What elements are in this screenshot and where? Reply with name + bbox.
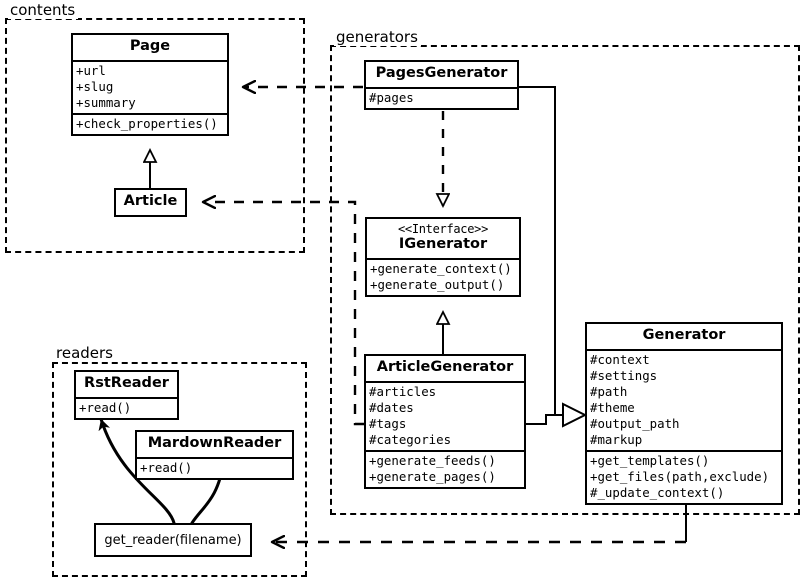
class-attributes-generator: #context #settings #path #theme #output_…	[587, 348, 781, 450]
class-title-page: Page	[129, 38, 171, 54]
class-methods-generator: +get_templates() +get_files(path,exclude…	[587, 449, 781, 503]
method-row: +get_files(path,exclude)	[590, 468, 770, 484]
class-title-article: Article	[123, 193, 178, 209]
class-attributes-pagesgenerator: #pages	[366, 86, 517, 108]
package-contents-label: contents	[8, 1, 79, 19]
method-row: #_update_context()	[590, 484, 725, 500]
class-methods-page: +check_properties()	[73, 112, 227, 134]
class-box-generator[interactable]: Generator #context #settings #path #them…	[585, 322, 783, 505]
class-box-rstreader[interactable]: RstReader +read()	[74, 370, 179, 420]
function-box-get-reader[interactable]: get_reader(filename)	[94, 523, 252, 557]
method-row: +read()	[140, 459, 193, 475]
attribute-row: +summary	[76, 94, 136, 110]
attribute-row: #pages	[369, 89, 414, 105]
attribute-row: #tags	[369, 415, 407, 431]
package-contents-border	[5, 18, 305, 253]
method-row: +generate_output()	[370, 276, 505, 292]
package-readers-border	[52, 362, 307, 577]
class-title-generator: Generator	[642, 327, 726, 343]
class-box-pagesgenerator[interactable]: PagesGenerator #pages	[364, 60, 519, 110]
method-row: +read()	[79, 399, 132, 415]
attribute-row: +slug	[76, 78, 114, 94]
class-stereotype-igenerator: <<Interface>>	[397, 222, 489, 236]
class-attributes-articlegenerator: #articles #dates #tags #categories	[366, 380, 524, 450]
class-methods-articlegenerator: +generate_feeds() +generate_pages()	[366, 449, 524, 487]
attribute-row: #settings	[590, 367, 658, 383]
class-title-rstreader: RstReader	[84, 375, 169, 391]
class-box-articlegenerator[interactable]: ArticleGenerator #articles #dates #tags …	[364, 354, 526, 489]
class-box-article[interactable]: Article	[114, 188, 187, 217]
function-label-get-reader: get_reader(filename)	[104, 532, 242, 548]
class-title-articlegenerator: ArticleGenerator	[376, 359, 514, 375]
class-title-pagesgenerator: PagesGenerator	[375, 65, 508, 81]
method-row: +generate_feeds()	[369, 452, 496, 468]
method-row: +generate_pages()	[369, 468, 496, 484]
package-generators-label: generators	[334, 28, 421, 46]
class-methods-rstreader: +read()	[76, 396, 177, 418]
class-name-igenerator: IGenerator	[398, 235, 488, 252]
attribute-row: #path	[590, 383, 628, 399]
attribute-row: #output_path	[590, 415, 680, 431]
package-contents	[5, 18, 305, 253]
attribute-row: #articles	[369, 383, 437, 399]
attribute-row: #context	[590, 351, 650, 367]
class-box-igenerator[interactable]: <<Interface>> IGenerator +generate_conte…	[365, 217, 521, 297]
class-title-igenerator: <<Interface>> IGenerator	[367, 219, 519, 258]
attribute-row: #theme	[590, 399, 635, 415]
package-readers-label: readers	[54, 344, 116, 362]
class-title-mardownreader: MardownReader	[147, 435, 282, 451]
method-row: +get_templates()	[590, 452, 710, 468]
attribute-row: #markup	[590, 431, 643, 447]
class-methods-mardownreader: +read()	[137, 456, 292, 478]
class-methods-igenerator: +generate_context() +generate_output()	[367, 257, 519, 295]
attribute-row: #dates	[369, 399, 414, 415]
class-attributes-page: +url +slug +summary	[73, 59, 227, 113]
package-readers	[52, 362, 307, 577]
class-box-mardownreader[interactable]: MardownReader +read()	[135, 430, 294, 480]
method-row: +check_properties()	[76, 115, 218, 131]
method-row: +generate_context()	[370, 260, 512, 276]
attribute-row: +url	[76, 62, 106, 78]
class-box-page[interactable]: Page +url +slug +summary +check_properti…	[71, 33, 229, 136]
attribute-row: #categories	[369, 431, 452, 447]
